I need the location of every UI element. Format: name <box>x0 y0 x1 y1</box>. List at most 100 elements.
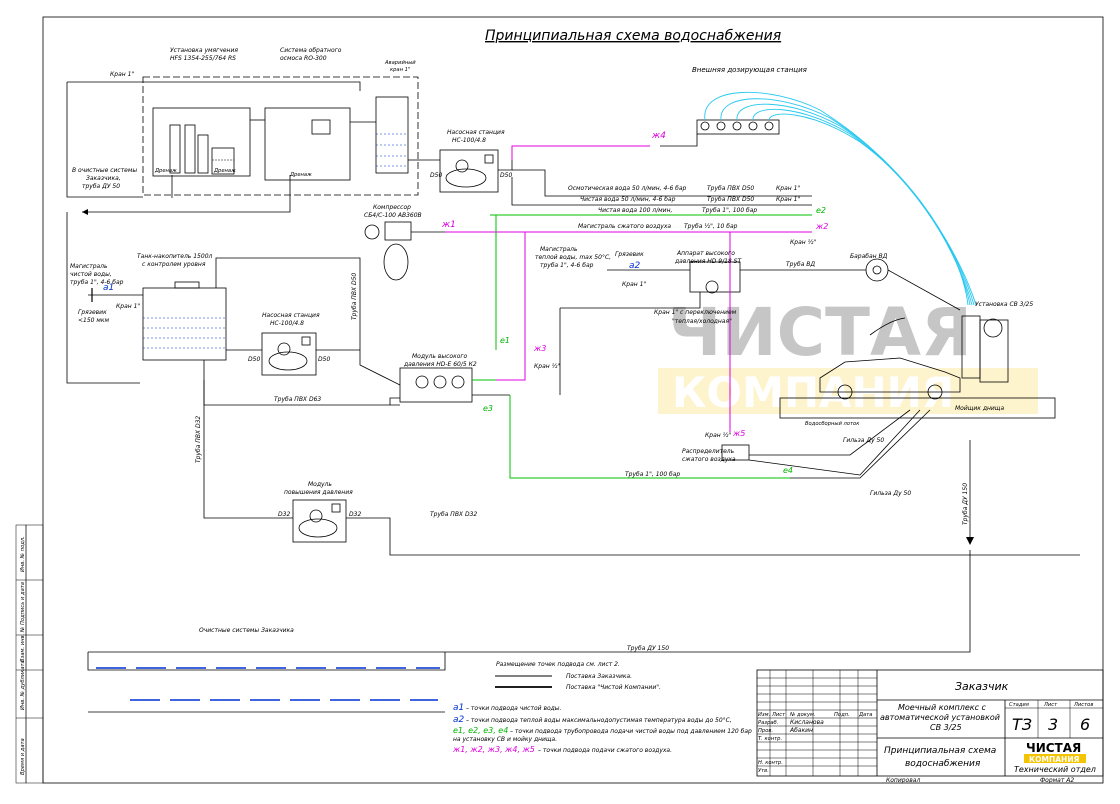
hp-module <box>359 308 561 405</box>
stamp-name-2: Абакин <box>789 727 813 734</box>
kran-top-label: Кран 1" <box>110 71 134 78</box>
point-zh3: ж3 <box>533 344 546 353</box>
stamp-tkontr: Т. контр. <box>758 736 782 742</box>
stamp-customer: Заказчик <box>955 680 1009 693</box>
legend-company-supply: Поставка "Чистой Компании". <box>566 684 661 691</box>
kran-half-label-2: Кран ½" <box>534 363 560 370</box>
softening-label: Установка умягчения <box>170 47 238 54</box>
legend-customer-supply: Поставка Заказчика. <box>566 673 632 680</box>
drain-label-2: Дренаж <box>213 168 236 174</box>
dosing-lines <box>704 91 977 306</box>
point-zh5: ж5 <box>732 429 745 438</box>
stamp-sheets: 6 <box>1080 715 1090 734</box>
clean-water-100-label: Чистая вода 100 л/мин, <box>598 207 673 214</box>
stamp-project-3: СВ 3/25 <box>930 723 962 732</box>
osmotic-water-label: Осмотическая вода 50 л/мин, 4-6 бар <box>568 185 687 192</box>
stamp-name-1: Кисланова <box>790 719 824 726</box>
hose-du50b-label: Гильза Ду 50 <box>870 490 911 497</box>
stamp-logo-band <box>1024 754 1086 763</box>
tank-label-2: с контролем уровня <box>142 261 206 268</box>
strainer-label-top: Грязевик <box>615 251 644 258</box>
kran1-label-1: Кран 1" <box>776 185 800 192</box>
pipe-1in-100b-label: Труба 1", 100 бар <box>625 471 680 478</box>
stamp-project: Моечный комплекс с <box>898 703 987 712</box>
point-e1: е1 <box>500 336 510 345</box>
pipe-pvc-d32-label: Труба ПВХ D32 <box>430 511 477 518</box>
wash-pit-label: Водосборный лоток <box>805 421 860 427</box>
side-sign-date-2: Время и дата <box>20 738 26 775</box>
air-line-zh4 <box>511 145 650 160</box>
kran1-label-4: Кран 1" <box>622 281 646 288</box>
d50-label-3: D50 <box>248 356 260 363</box>
compressor <box>364 221 445 281</box>
dosing-station <box>660 119 780 147</box>
point-zh1: ж1 <box>441 220 456 230</box>
compressed-air-label: Магистраль сжатого воздуха <box>578 223 671 230</box>
stamp-project-2: автоматической установкой <box>880 713 1000 722</box>
air-distributor-label-2: сжатого воздуха <box>682 456 736 463</box>
stamp-col-sign: Подп. <box>834 712 850 718</box>
pump-station-2 <box>261 332 360 376</box>
stamp-stage-h: Стадия <box>1009 702 1029 708</box>
main-clean-water-label-2: чистой воды, <box>70 271 112 278</box>
ro-label: Система обратного <box>280 47 342 54</box>
main-clean-water-label-3: труба 1", 4-6 бар <box>70 279 124 286</box>
booster-module <box>292 499 1080 556</box>
d32-label-1: D32 <box>278 511 290 518</box>
point-zh4: ж4 <box>651 131 666 141</box>
drain-label-3: Дренаж <box>289 172 312 178</box>
legend-a1: а1 <box>453 703 464 713</box>
pipe-pvc-d50-label-1: Труба ПВХ D50 <box>707 185 754 192</box>
ro-model: осмоса RO-300 <box>280 55 327 62</box>
stamp-col-date: Дата <box>858 712 872 718</box>
tank-label: Танк-накопитель 1500л <box>137 253 213 260</box>
stamp-sheet-h: Лист <box>1043 702 1058 708</box>
stamp-format: Формат А2 <box>1040 777 1074 784</box>
stamp-razrab: Разраб. <box>758 720 778 726</box>
drawing-title: Принципиальная схема водоснабжения <box>485 28 781 44</box>
point-e2: е2 <box>816 206 826 215</box>
stamp-logo-top: ЧИСТАЯ <box>1026 741 1081 755</box>
stamp-drawing: Принципиальная схема <box>884 746 996 756</box>
drain-du150 <box>87 440 974 713</box>
customer-systems-label-3: труба ДУ 50 <box>82 183 120 190</box>
pipe-half-10-label: Труба ½", 10 бар <box>684 223 738 230</box>
stamp-drawing-2: водоснабжения <box>905 759 981 769</box>
stamp-col-list: Лист <box>771 712 786 718</box>
stamp-dept: Технический отдел <box>1014 765 1096 774</box>
watermark: ЧИСТАЯ КОМПАНИЯ <box>658 294 1038 417</box>
booster-label-2: повышения давления <box>284 489 353 496</box>
softening-model: HFS 1354-255/764 RS <box>170 55 236 62</box>
legend-e: е1, е2, е3, е4 <box>453 726 508 735</box>
drain-label-1: Дренаж <box>154 168 177 174</box>
hot-water-label: Магистраль <box>540 246 578 253</box>
watermark-line-2: КОМПАНИЯ <box>672 368 954 417</box>
watermark-line-1: ЧИСТАЯ <box>668 294 972 371</box>
hot-water-main <box>560 232 961 432</box>
customer-systems-label-2: Заказчика, <box>86 175 121 182</box>
pump-station-2-model: НС-100/4.8 <box>270 320 304 327</box>
main-clean-water-label: Магистраль <box>70 263 108 270</box>
pipe-du150-vertical: Труба ДУ 150 <box>962 483 969 525</box>
softening-ro-block: Установка умягчения HFS 1354-255/764 RS … <box>66 47 420 215</box>
hot-water-label-2: теплой воды, max 50°С, <box>535 254 611 261</box>
legend: Размещение точек подвода см. лист 2. Пос… <box>452 661 752 754</box>
drawing-frame <box>42 16 1104 784</box>
legend-a2-desc: – точки подвода теплой воды максимальнод… <box>466 717 732 724</box>
strainer-label: Грязевик <box>78 309 107 316</box>
legend-zh: ж1, ж2, ж3, ж4, ж5 <box>452 745 535 754</box>
clean-water-main <box>66 212 400 519</box>
air-distributor <box>509 395 931 479</box>
pump-station-1-label: Насосная станция <box>447 129 505 136</box>
booster-label: Модуль <box>308 481 332 488</box>
emergency-valve-label: Аварийный <box>384 60 416 66</box>
pipe-pvc-d63-label: Труба ПВХ D63 <box>274 396 321 403</box>
strainer-label-2: <150 мкм <box>78 317 110 324</box>
compressor-label: Компрессор <box>373 204 411 211</box>
stamp-copied: Копировал <box>886 777 920 784</box>
hp-module-label: Модуль высокого <box>412 353 468 360</box>
install-cb-label: Установка СВ 3/25 <box>975 301 1033 308</box>
point-e3: е3 <box>483 404 493 413</box>
d32-label-2: D32 <box>349 511 361 518</box>
air-distributor-label: Распределитель <box>682 448 735 455</box>
